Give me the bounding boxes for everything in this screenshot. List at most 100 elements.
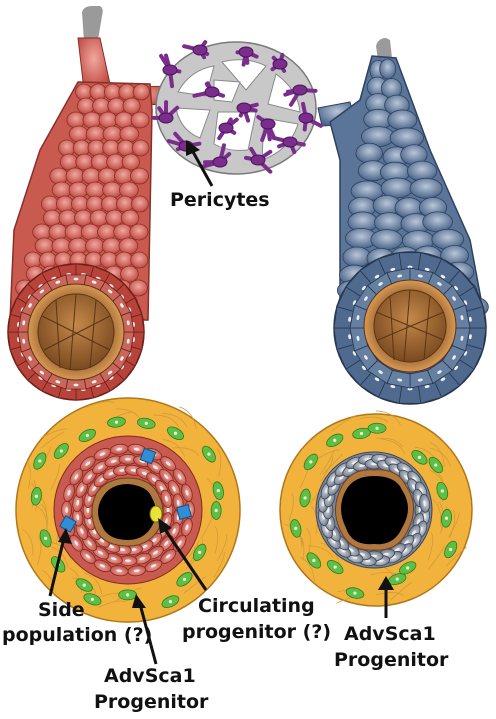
nucleus (97, 550, 104, 555)
pericyte (162, 64, 178, 76)
smooth-muscle-cell (85, 181, 106, 199)
nucleus (108, 544, 115, 549)
nucleus (339, 540, 344, 545)
pericytes-label: Pericytes (170, 189, 270, 211)
collagen-fiber (445, 546, 467, 567)
fibroblast-nucleus (90, 597, 95, 601)
fibroblast-nucleus (353, 591, 357, 595)
nucleus (74, 474, 79, 480)
smooth-muscle-cell (115, 251, 134, 269)
advsca1-left-arrowhead (132, 594, 146, 608)
smooth-muscle-cell (55, 195, 74, 213)
collagen-fiber (36, 505, 48, 533)
pericyte (250, 154, 266, 166)
nucleus (65, 507, 68, 513)
fibroblast-nucleus (444, 516, 449, 520)
nucleus (119, 548, 126, 551)
smooth-muscle-cell (51, 237, 72, 255)
smooth-muscle-cell (64, 223, 84, 241)
nucleus (397, 378, 403, 382)
nucleus (126, 320, 130, 326)
smooth-muscle-cell (40, 195, 59, 213)
nucleus (340, 548, 346, 553)
smooth-muscle-cell (68, 125, 89, 143)
nucleus (164, 474, 169, 480)
nucleus (166, 507, 170, 513)
advsca1-right-label-line1: AdvSca1 (344, 623, 436, 645)
nucleus (80, 528, 84, 534)
nucleus (468, 316, 472, 322)
nucleus (177, 474, 182, 480)
fibroblast-nucleus (406, 566, 410, 570)
side-population-cells (59, 447, 192, 533)
nucleus (185, 524, 189, 531)
fibroblast-nucleus (333, 565, 337, 569)
smooth-muscle-cell (92, 97, 111, 115)
nucleus (452, 296, 456, 301)
collagen-fiber (162, 438, 186, 457)
collagen-fiber (98, 600, 127, 608)
nucleus (440, 377, 446, 382)
nucleus (164, 518, 168, 525)
nucleus (356, 335, 360, 341)
nucleus (74, 540, 79, 546)
nucleus (22, 338, 26, 344)
vein-cross-section (279, 410, 473, 607)
nucleus (39, 370, 45, 375)
nucleus (91, 380, 97, 384)
collagen-fiber (306, 527, 311, 556)
nucleus (364, 355, 368, 360)
nucleus (133, 447, 140, 451)
side-population-arrowhead (58, 528, 72, 544)
vein (317, 38, 489, 405)
smooth-muscle-cell (103, 83, 122, 101)
nucleus (394, 468, 400, 473)
nucleus (92, 529, 97, 535)
smooth-muscle-cell (380, 177, 414, 199)
nucleus (361, 365, 366, 371)
nucleus (151, 477, 157, 482)
nucleus (130, 548, 137, 551)
pericytes-arrowhead (186, 140, 200, 156)
smooth-muscle-cell (58, 139, 76, 157)
collagen-fiber (288, 493, 294, 522)
smooth-muscle-cell (130, 111, 150, 129)
nucleus (92, 485, 97, 491)
nucleus (110, 557, 117, 561)
nucleus (76, 499, 80, 506)
fibroblast-nucleus (44, 536, 48, 541)
nucleus (152, 465, 159, 470)
smooth-muscle-cell (114, 111, 134, 129)
fibroblast-nucleus (214, 508, 218, 513)
nucleus (126, 338, 130, 344)
nucleus (328, 518, 332, 525)
pericyte (298, 112, 314, 124)
fibroblast-nucleus (168, 600, 173, 604)
nucleus (437, 370, 442, 374)
nucleus (404, 475, 409, 480)
nucleus (85, 461, 91, 466)
smooth-muscle-cell (32, 223, 52, 241)
fibroblast-nucleus (59, 449, 63, 453)
pericyte (212, 156, 228, 168)
nucleus (407, 265, 413, 269)
collagen-fiber (172, 447, 200, 457)
nucleus (99, 452, 106, 456)
side-population-cell (59, 515, 77, 533)
side-population-label-line1: Side (38, 599, 85, 621)
nucleus (332, 530, 337, 536)
smooth-muscle-cell (389, 127, 424, 149)
nucleus (374, 274, 380, 279)
nucleus (165, 554, 171, 559)
nucleus (73, 277, 79, 281)
nucleus (116, 447, 123, 451)
collagen-fiber (390, 581, 413, 601)
smooth-muscle-cell (379, 58, 397, 80)
nucleus (139, 557, 146, 561)
collagen-fiber (320, 456, 334, 482)
nucleus (164, 540, 169, 546)
fibroblast-nucleus (294, 526, 298, 530)
fibroblast-nucleus (144, 421, 148, 425)
smooth-muscle-cell (34, 237, 55, 255)
smooth-muscle-cell (76, 97, 95, 115)
